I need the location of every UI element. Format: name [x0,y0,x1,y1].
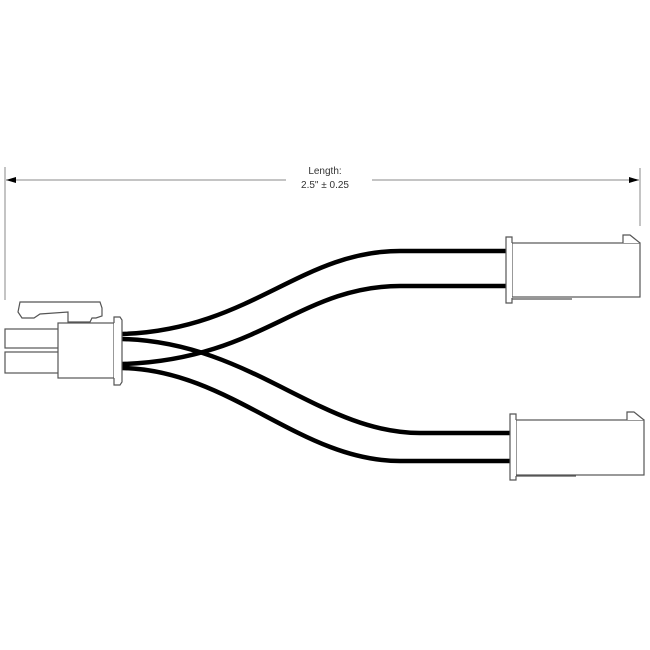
connector-flange [505,236,513,304]
right-connector-top [505,234,641,304]
wire-1 [121,248,506,337]
pin-block-top [4,328,60,349]
pin-block-bottom [4,351,60,374]
left-connector [4,301,123,386]
connector-flange [509,413,517,481]
wires [121,248,510,464]
connector-body [515,419,645,476]
connector-body [57,322,115,379]
length-dimension [4,167,641,300]
right-connector-bottom [509,411,645,481]
connector-flange [113,316,123,386]
wire-3 [121,336,510,436]
latch [17,301,103,323]
left-arrowhead-icon [6,177,16,183]
wire-2 [121,283,506,367]
right-arrowhead-icon [629,177,639,183]
latch-notch [626,411,645,421]
wire-4 [121,365,510,464]
connector-body [511,242,641,298]
latch-notch [622,234,641,244]
